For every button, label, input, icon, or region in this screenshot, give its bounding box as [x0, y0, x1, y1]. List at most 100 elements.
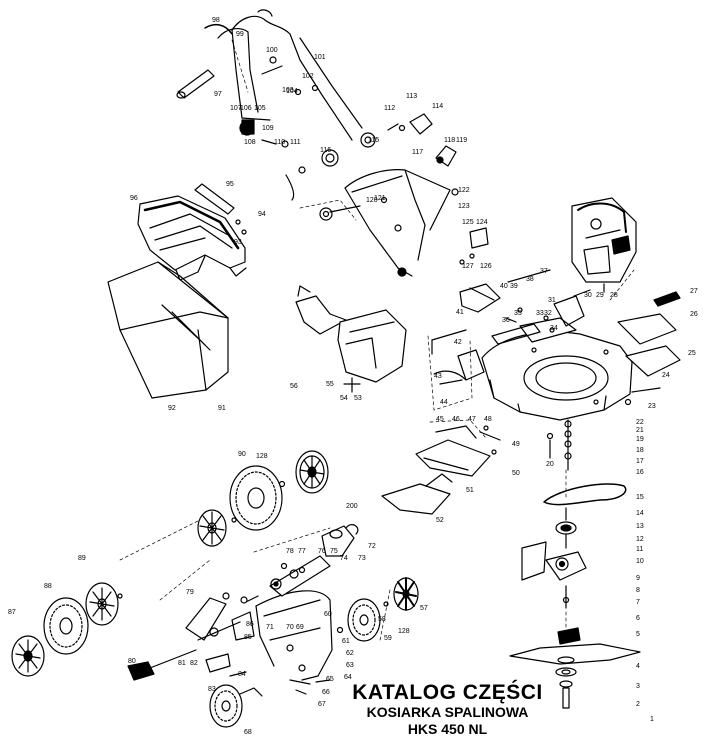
part-label-106: 106 — [240, 105, 252, 112]
wheel-cover — [197, 509, 237, 547]
part-label-115: 115 — [368, 137, 379, 144]
part-label-57: 57 — [420, 605, 428, 612]
part-label-60: 60 — [324, 611, 332, 618]
gearbox — [521, 507, 587, 609]
part-label-119: 119 — [456, 137, 467, 144]
part-label-107: 107 — [230, 105, 242, 112]
part-label-18: 18 — [636, 447, 644, 454]
part-label-77: 77 — [298, 548, 306, 555]
part-label-74: 74 — [340, 555, 348, 562]
handle-hardware — [239, 56, 376, 201]
part-label-86: 86 — [246, 621, 254, 628]
part-label-4: 4 — [636, 663, 640, 670]
part-label-52: 52 — [436, 517, 444, 524]
blade — [509, 627, 641, 709]
part-label-43: 43 — [434, 373, 442, 380]
part-label-26: 26 — [690, 311, 698, 318]
part-label-64: 64 — [344, 674, 352, 681]
part-label-88: 88 — [44, 583, 52, 590]
part-label-124: 124 — [476, 219, 488, 226]
part-label-94: 94 — [258, 211, 266, 218]
part-label-111: 111 — [290, 139, 301, 146]
part-label-16: 16 — [636, 469, 644, 476]
part-label-82: 82 — [190, 660, 198, 667]
mower-deck — [481, 317, 633, 421]
part-label-73: 73 — [358, 555, 366, 562]
front-axle — [240, 590, 344, 695]
part-label-67: 67 — [318, 701, 326, 708]
cable-handle — [204, 9, 273, 35]
cable-parts — [431, 307, 555, 355]
part-label-79: 79 — [186, 589, 194, 596]
part-label-126: 126 — [480, 263, 492, 270]
part-label-80: 80 — [128, 658, 136, 665]
wheel-front-left — [209, 684, 263, 728]
part-label-71: 71 — [266, 624, 274, 631]
part-label-101: 101 — [314, 54, 326, 61]
part-label-128: 128 — [256, 453, 268, 460]
height-lever — [269, 524, 359, 597]
part-label-1: 1 — [650, 716, 654, 723]
part-label-91: 91 — [218, 405, 226, 412]
engine — [571, 197, 637, 293]
upper-handle — [217, 15, 363, 141]
part-label-7: 7 — [636, 599, 640, 606]
side-discharge — [381, 425, 501, 515]
part-label-113: 113 — [406, 93, 417, 100]
part-label-37: 37 — [540, 268, 548, 275]
part-label-30: 30 — [584, 292, 592, 299]
part-label-33: 33 — [536, 310, 544, 317]
part-label-69: 69 — [296, 624, 304, 631]
part-label-95: 95 — [226, 181, 234, 188]
part-label-125: 125 — [462, 219, 474, 226]
part-label-25: 25 — [688, 350, 696, 357]
part-label-104: 104 — [286, 88, 298, 95]
part-label-47: 47 — [468, 416, 476, 423]
part-label-8: 8 — [636, 587, 640, 594]
part-label-102: 102 — [302, 73, 314, 80]
part-label-117: 117 — [412, 149, 423, 156]
product-type: KOSIARKA SPALINOWA — [366, 704, 529, 720]
part-label-68: 68 — [244, 729, 252, 736]
blade-spindle — [546, 419, 572, 471]
part-label-22: 22 — [636, 419, 644, 426]
part-label-54: 54 — [340, 395, 348, 402]
part-label-13: 13 — [636, 523, 644, 530]
model-name: HKS 450 NL — [407, 721, 488, 737]
part-label-10: 10 — [636, 558, 644, 565]
part-label-15: 15 — [636, 494, 644, 501]
part-label-27: 27 — [690, 288, 698, 295]
part-label-72: 72 — [368, 543, 376, 550]
part-label-34: 34 — [550, 325, 558, 332]
part-label-90: 90 — [238, 451, 246, 458]
grass-box-lid — [137, 183, 247, 281]
part-label-103: 103 — [282, 87, 294, 94]
part-label-83: 83 — [208, 686, 216, 693]
part-label-6: 6 — [636, 615, 640, 622]
part-label-31: 31 — [548, 297, 556, 304]
leader-lines — [119, 39, 635, 641]
throttle-parts — [387, 113, 489, 265]
part-label-76: 76 — [318, 548, 326, 555]
part-label-45: 45 — [436, 416, 444, 423]
part-label-87: 87 — [8, 609, 16, 616]
part-label-41: 41 — [456, 309, 464, 316]
part-label-48: 48 — [484, 416, 492, 423]
rear-guard — [617, 291, 681, 406]
wheel-front-right — [347, 577, 419, 642]
part-label-81: 81 — [178, 660, 186, 667]
grass-bag — [107, 261, 229, 399]
catalog-title: KATALOG CZĘŚCI — [352, 681, 543, 704]
part-label-118: 118 — [444, 137, 455, 144]
part-label-12: 12 — [636, 536, 644, 543]
part-label-17: 17 — [636, 458, 644, 465]
part-label-84: 84 — [238, 671, 246, 678]
part-label-9: 9 — [636, 575, 640, 582]
part-label-28: 28 — [610, 292, 618, 299]
part-label-75: 75 — [330, 548, 338, 555]
part-label-50: 50 — [512, 470, 520, 477]
part-label-63: 63 — [346, 662, 354, 669]
part-label-23: 23 — [648, 403, 656, 410]
